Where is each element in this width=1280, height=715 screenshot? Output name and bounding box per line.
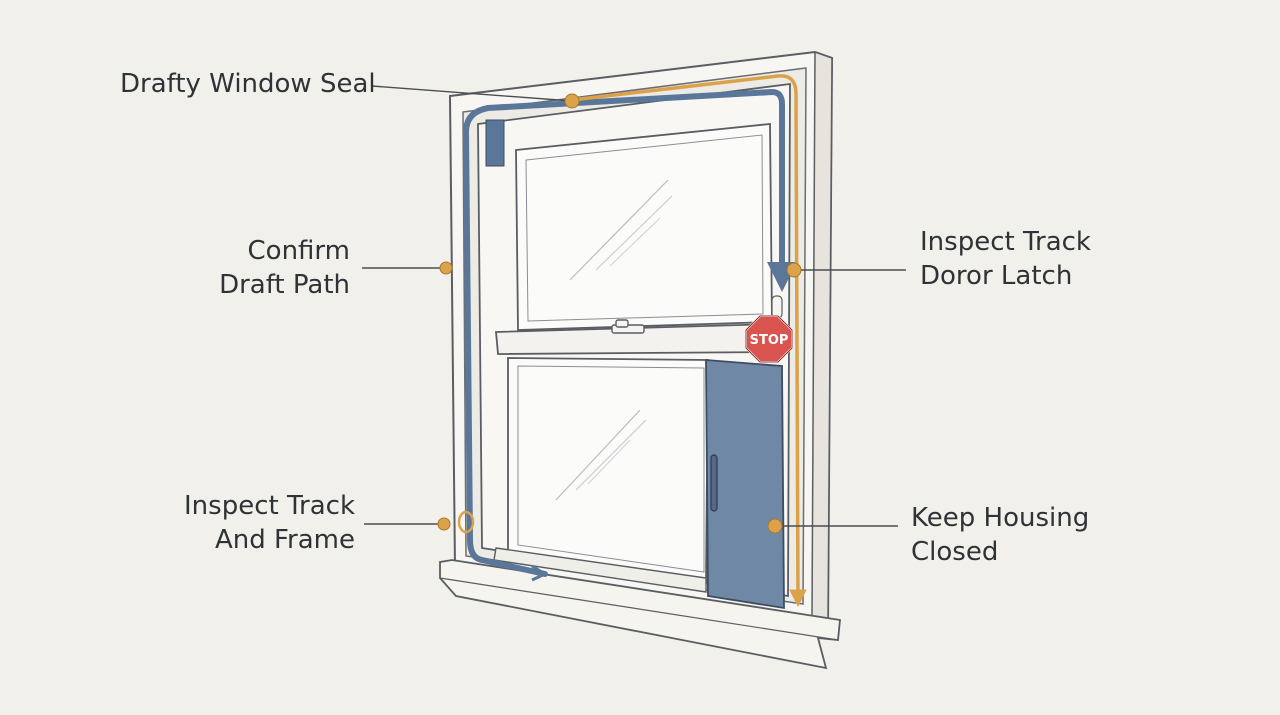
dot-drafty-window-seal [564, 93, 580, 109]
callout-line: Drafty Window Seal [120, 69, 376, 99]
callout-inspect-track-frame: Inspect Track And Frame [170, 489, 355, 557]
dot-inspect-track-frame [437, 517, 451, 531]
casing-side [811, 50, 833, 624]
dot-confirm-draft-path [439, 261, 453, 275]
callout-keep-housing-closed: Keep Housing Closed [911, 501, 1089, 569]
stop-sign-icon: STOP [745, 315, 793, 363]
blue-draft-path [463, 89, 797, 577]
dot-keep-housing-closed [767, 518, 783, 534]
callout-drafty-window-seal: Drafty Window Seal [120, 67, 376, 101]
upper-glass [515, 123, 773, 331]
window-sill [439, 559, 841, 670]
callout-line: Draft Path [219, 270, 350, 300]
callout-confirm-draft-path: Confirm Draft Path [200, 234, 350, 302]
orange-draft-path [570, 74, 807, 607]
leader-drafty-window-seal [371, 85, 573, 102]
arrow-icon [531, 564, 549, 582]
callout-line: Inspect Track [184, 491, 355, 521]
housing-handle-icon [710, 454, 718, 512]
leader-lines [362, 85, 906, 527]
dot-inspect-track-latch [786, 262, 802, 278]
sash-lock-icon [611, 319, 645, 334]
callout-line: Closed [911, 537, 999, 567]
callout-line: Keep Housing [911, 503, 1090, 533]
stop-sign-label: STOP [750, 333, 789, 348]
callout-line: And Frame [214, 525, 355, 555]
callout-line: Confirm [247, 236, 350, 266]
callout-line: Inspect Track [920, 227, 1091, 257]
callout-inspect-track-latch: Inspect Track Doror Latch [920, 225, 1091, 293]
housing-panel [705, 359, 785, 610]
callout-dots [437, 93, 802, 534]
callout-line: Doror Latch [920, 261, 1073, 291]
